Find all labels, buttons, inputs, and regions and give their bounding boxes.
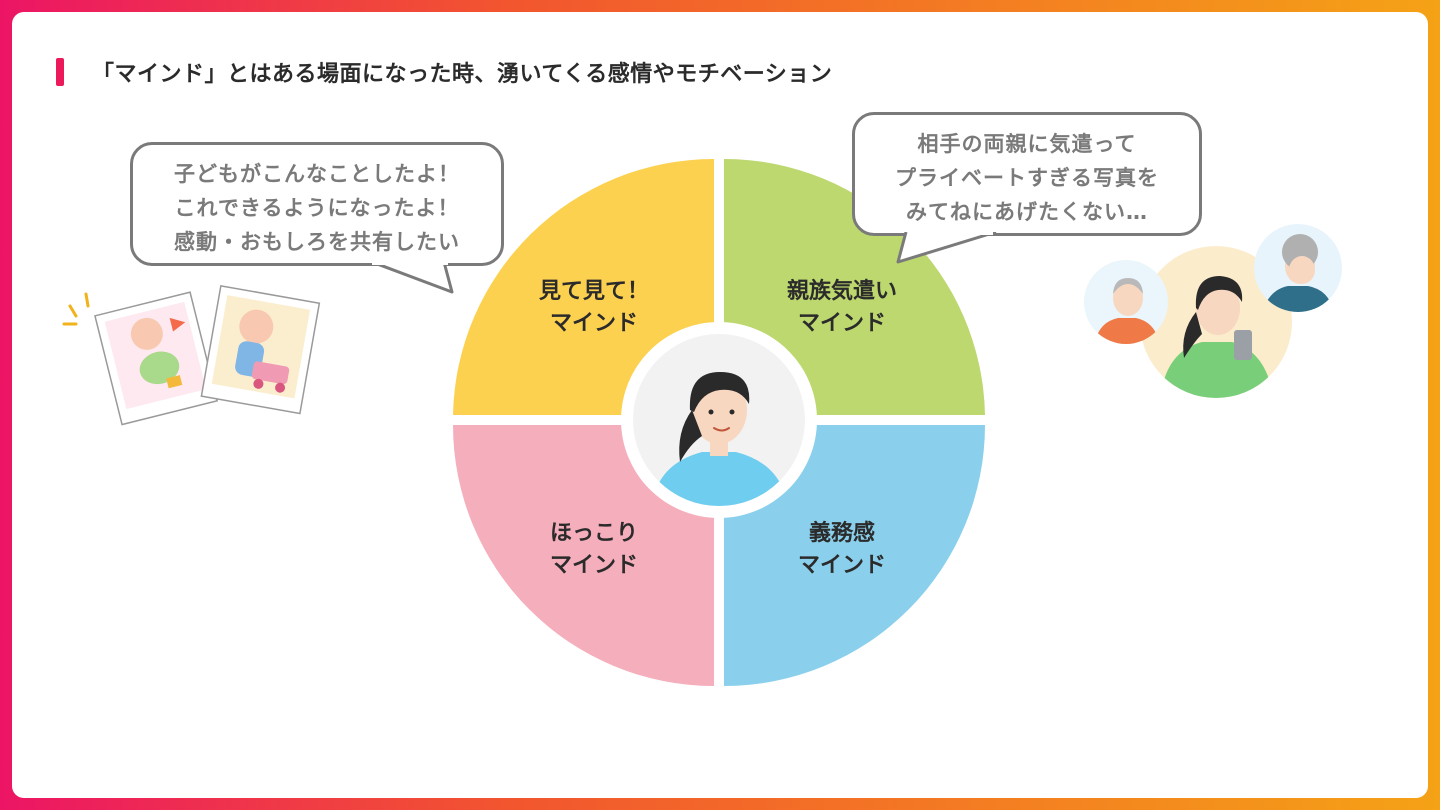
speech-bubble-left-tail [372, 262, 454, 294]
label-gimukan-line1: 義務感 [809, 520, 875, 546]
bubble-left-line: 感動・おもしろを共有したい [174, 230, 460, 254]
speech-bubble-left: 子どもがこんなことしたよ！ これできるようになったよ！ 感動・おもしろを共有した… [130, 142, 504, 266]
quadrant-top-right [724, 158, 985, 415]
bubble-right-line: 相手の両親に気遣って [917, 132, 1137, 156]
bubble-right-line: みてねにあげたくない… [906, 200, 1148, 224]
label-shinzoku-line2: マインド [798, 311, 886, 336]
woman-center-avatar [633, 334, 805, 506]
label-hokkori-line2: マインド [550, 553, 638, 578]
speech-bubble-right: 相手の両親に気遣って プライベートすぎる写真を みてねにあげたくない… [852, 112, 1202, 236]
label-shinzoku-line1: 親族気遣い [787, 278, 897, 304]
label-mite-mite-line2: マインド [550, 311, 638, 336]
quadrant-bottom-right [724, 425, 985, 686]
label-gimukan-line2: マインド [798, 553, 886, 578]
quadrant-bottom-left [453, 425, 714, 686]
bubble-left-line: これできるようになったよ！ [174, 196, 460, 220]
label-hokkori-line1: ほっこり [550, 521, 638, 546]
bubble-left-line: 子どもがこんなことしたよ！ [174, 162, 460, 186]
slide: 「マインド」とはある場面になった時、湧いてくる感情やモチベーション 見て見 [12, 12, 1428, 798]
mind-quadrant-diagram: 見て見て！ マインド 親族気遣い マインド ほっこり マインド 義務感 マインド [62, 158, 1342, 686]
bubble-right-line: プライベートすぎる写真を [895, 166, 1159, 190]
baby-photos-illustration [62, 284, 321, 426]
page-title: 「マインド」とはある場面になった時、湧いてくる感情やモチベーション [92, 62, 833, 87]
quadrant-top-left [453, 158, 714, 415]
label-mite-mite-line1: 見て見て！ [539, 279, 649, 304]
title-accent-bar [56, 58, 64, 86]
family-illustration [1084, 224, 1342, 398]
speech-bubble-right-tail [896, 232, 997, 264]
